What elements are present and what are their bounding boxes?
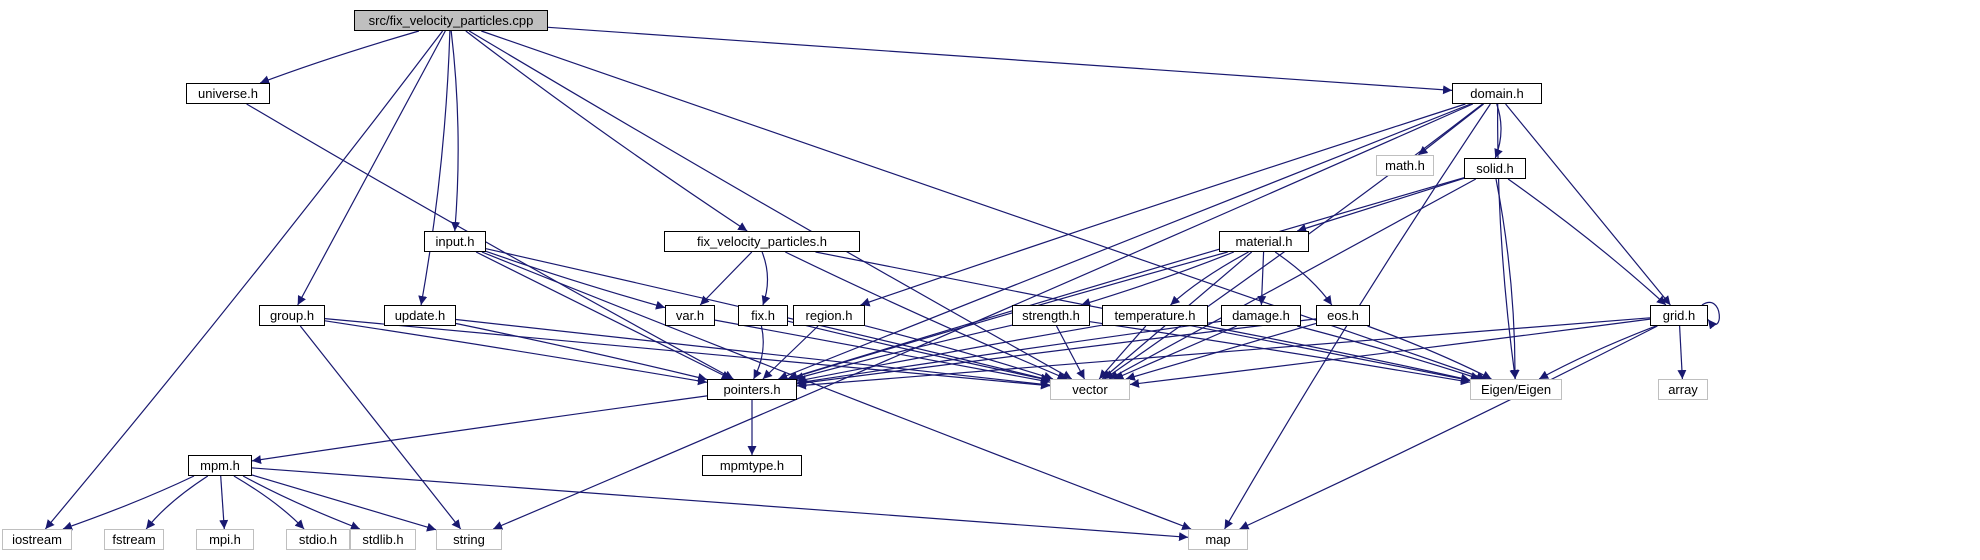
edge-grid-to-eigen (1538, 325, 1657, 380)
edge-mpm-to-stdio (233, 475, 305, 530)
edge-mpm-to-iostream (62, 475, 195, 531)
edge-mpm-to-stdlib (242, 475, 361, 530)
edge-solid-to-material (1297, 177, 1465, 233)
node-mpmtype-h[interactable]: mpmtype.h (702, 455, 802, 476)
edge-grid-to-array (1677, 325, 1687, 380)
node-solid-h[interactable]: solid.h (1464, 158, 1526, 179)
node-stdio-h: stdio.h (286, 529, 350, 550)
edge-eos-to-vector (1125, 322, 1317, 381)
edge-solid-to-eigen (1495, 178, 1520, 380)
edge-temperature-to-vector (1098, 325, 1147, 380)
node-math-h: math.h (1376, 155, 1434, 176)
edge-mpm-to-fstream (145, 475, 209, 530)
node-vector: vector (1050, 379, 1130, 400)
edge-domain-to-region (860, 103, 1466, 307)
edge-root-to-fvp (465, 30, 748, 232)
node-fix-velocity-particles-cpp[interactable]: src/fix_velocity_particles.cpp (354, 10, 548, 31)
node-universe-h[interactable]: universe.h (186, 83, 270, 104)
node-damage-h[interactable]: damage.h (1221, 305, 1301, 326)
edge-domain-to-math (1418, 103, 1484, 156)
node-strength-h[interactable]: strength.h (1012, 305, 1090, 326)
edge-pointers-to-mpm (251, 395, 708, 465)
edge-material-to-eos (1274, 251, 1333, 306)
node-grid-h[interactable]: grid.h (1650, 305, 1708, 326)
edge-root-to-vector (468, 30, 1073, 380)
edge-temperature-to-eigen (1206, 325, 1471, 383)
edge-solid-to-vector (1108, 178, 1477, 380)
edge-root-to-group (297, 30, 446, 306)
edge-group-to-pointers (324, 320, 708, 386)
edge-update-to-vector (455, 318, 1051, 389)
edge-region-to-pointers (762, 325, 819, 380)
node-domain-h[interactable]: domain.h (1452, 83, 1542, 104)
edge-fvp-to-var (699, 251, 753, 306)
edge-root-to-input (450, 30, 461, 232)
node-fstream: fstream (104, 529, 164, 550)
edge-material-to-damage (1257, 251, 1267, 306)
edge-material-to-temperature (1170, 251, 1249, 306)
edge-domain-to-string (492, 103, 1474, 530)
edge-region-to-vector (864, 325, 1054, 381)
edge-fvp-to-vector (785, 251, 1067, 380)
edge-grid-to-map (1239, 325, 1658, 530)
edge-mpm-to-string (251, 474, 437, 532)
edge-material-to-pointers (788, 251, 1228, 381)
edge-mpm-to-map (251, 467, 1189, 542)
edge-var-to-vector (714, 319, 1051, 385)
node-eigen-eigen: Eigen/Eigen (1470, 379, 1562, 400)
edge-domain-to-grid (1505, 103, 1671, 306)
node-temperature-h[interactable]: temperature.h (1102, 305, 1208, 326)
edge-input-to-var (485, 250, 666, 310)
node-var-h[interactable]: var.h (665, 305, 715, 326)
edge-domain-to-pointers (778, 103, 1471, 380)
node-mpi-h: mpi.h (196, 529, 254, 550)
node-string: string (436, 529, 502, 550)
edge-strength-to-vector (1055, 325, 1086, 380)
node-iostream: iostream (2, 529, 72, 550)
edge-fix-to-vector (787, 320, 1051, 383)
node-map: map (1188, 529, 1248, 550)
edge-root-to-iostream (44, 30, 444, 530)
node-eos-h[interactable]: eos.h (1316, 305, 1370, 326)
edge-material-to-strength (1081, 251, 1235, 307)
edge-grid-to-vector (1129, 318, 1651, 388)
node-update-h[interactable]: update.h (384, 305, 456, 326)
node-fix-velocity-particles-h[interactable]: fix_velocity_particles.h (664, 231, 860, 252)
edge-root-to-eigen (481, 30, 1486, 381)
edge-temperature-to-pointers (796, 324, 1103, 384)
edge-input-to-map (481, 251, 1192, 531)
edge-solid-to-grid (1507, 178, 1667, 306)
node-fix-h[interactable]: fix.h (738, 305, 788, 326)
edge-root-to-domain (547, 26, 1453, 95)
edge-universe-to-pointers (246, 103, 734, 380)
node-array: array (1658, 379, 1708, 400)
edge-fvp-to-fix (761, 251, 771, 306)
edge-grid-to-grid (1701, 302, 1720, 330)
edge-fix-to-pointers (753, 325, 764, 380)
edge-damage-to-pointers (796, 320, 1222, 387)
edge-update-to-pointers (455, 322, 708, 382)
edge-eos-to-eigen (1367, 325, 1492, 380)
node-stdlib-h: stdlib.h (350, 529, 416, 550)
node-material-h[interactable]: material.h (1219, 231, 1309, 252)
edge-mpm-to-mpi (219, 475, 229, 530)
edge-root-to-update (418, 30, 451, 306)
edge-domain-to-eigen (1497, 103, 1519, 380)
node-pointers-h[interactable]: pointers.h (707, 379, 797, 400)
node-mpm-h[interactable]: mpm.h (188, 455, 252, 476)
node-region-h[interactable]: region.h (793, 305, 865, 326)
edge-grid-to-pointers (796, 317, 1651, 390)
edge-strength-to-pointers (794, 324, 1013, 381)
node-group-h[interactable]: group.h (259, 305, 325, 326)
edge-input-to-pointers (475, 251, 732, 380)
edge-group-to-vector (324, 318, 1051, 390)
edge-eos-to-pointers (796, 318, 1317, 388)
node-input-h[interactable]: input.h (424, 231, 486, 252)
edge-group-to-string (299, 325, 462, 530)
edge-root-to-universe (259, 30, 420, 85)
